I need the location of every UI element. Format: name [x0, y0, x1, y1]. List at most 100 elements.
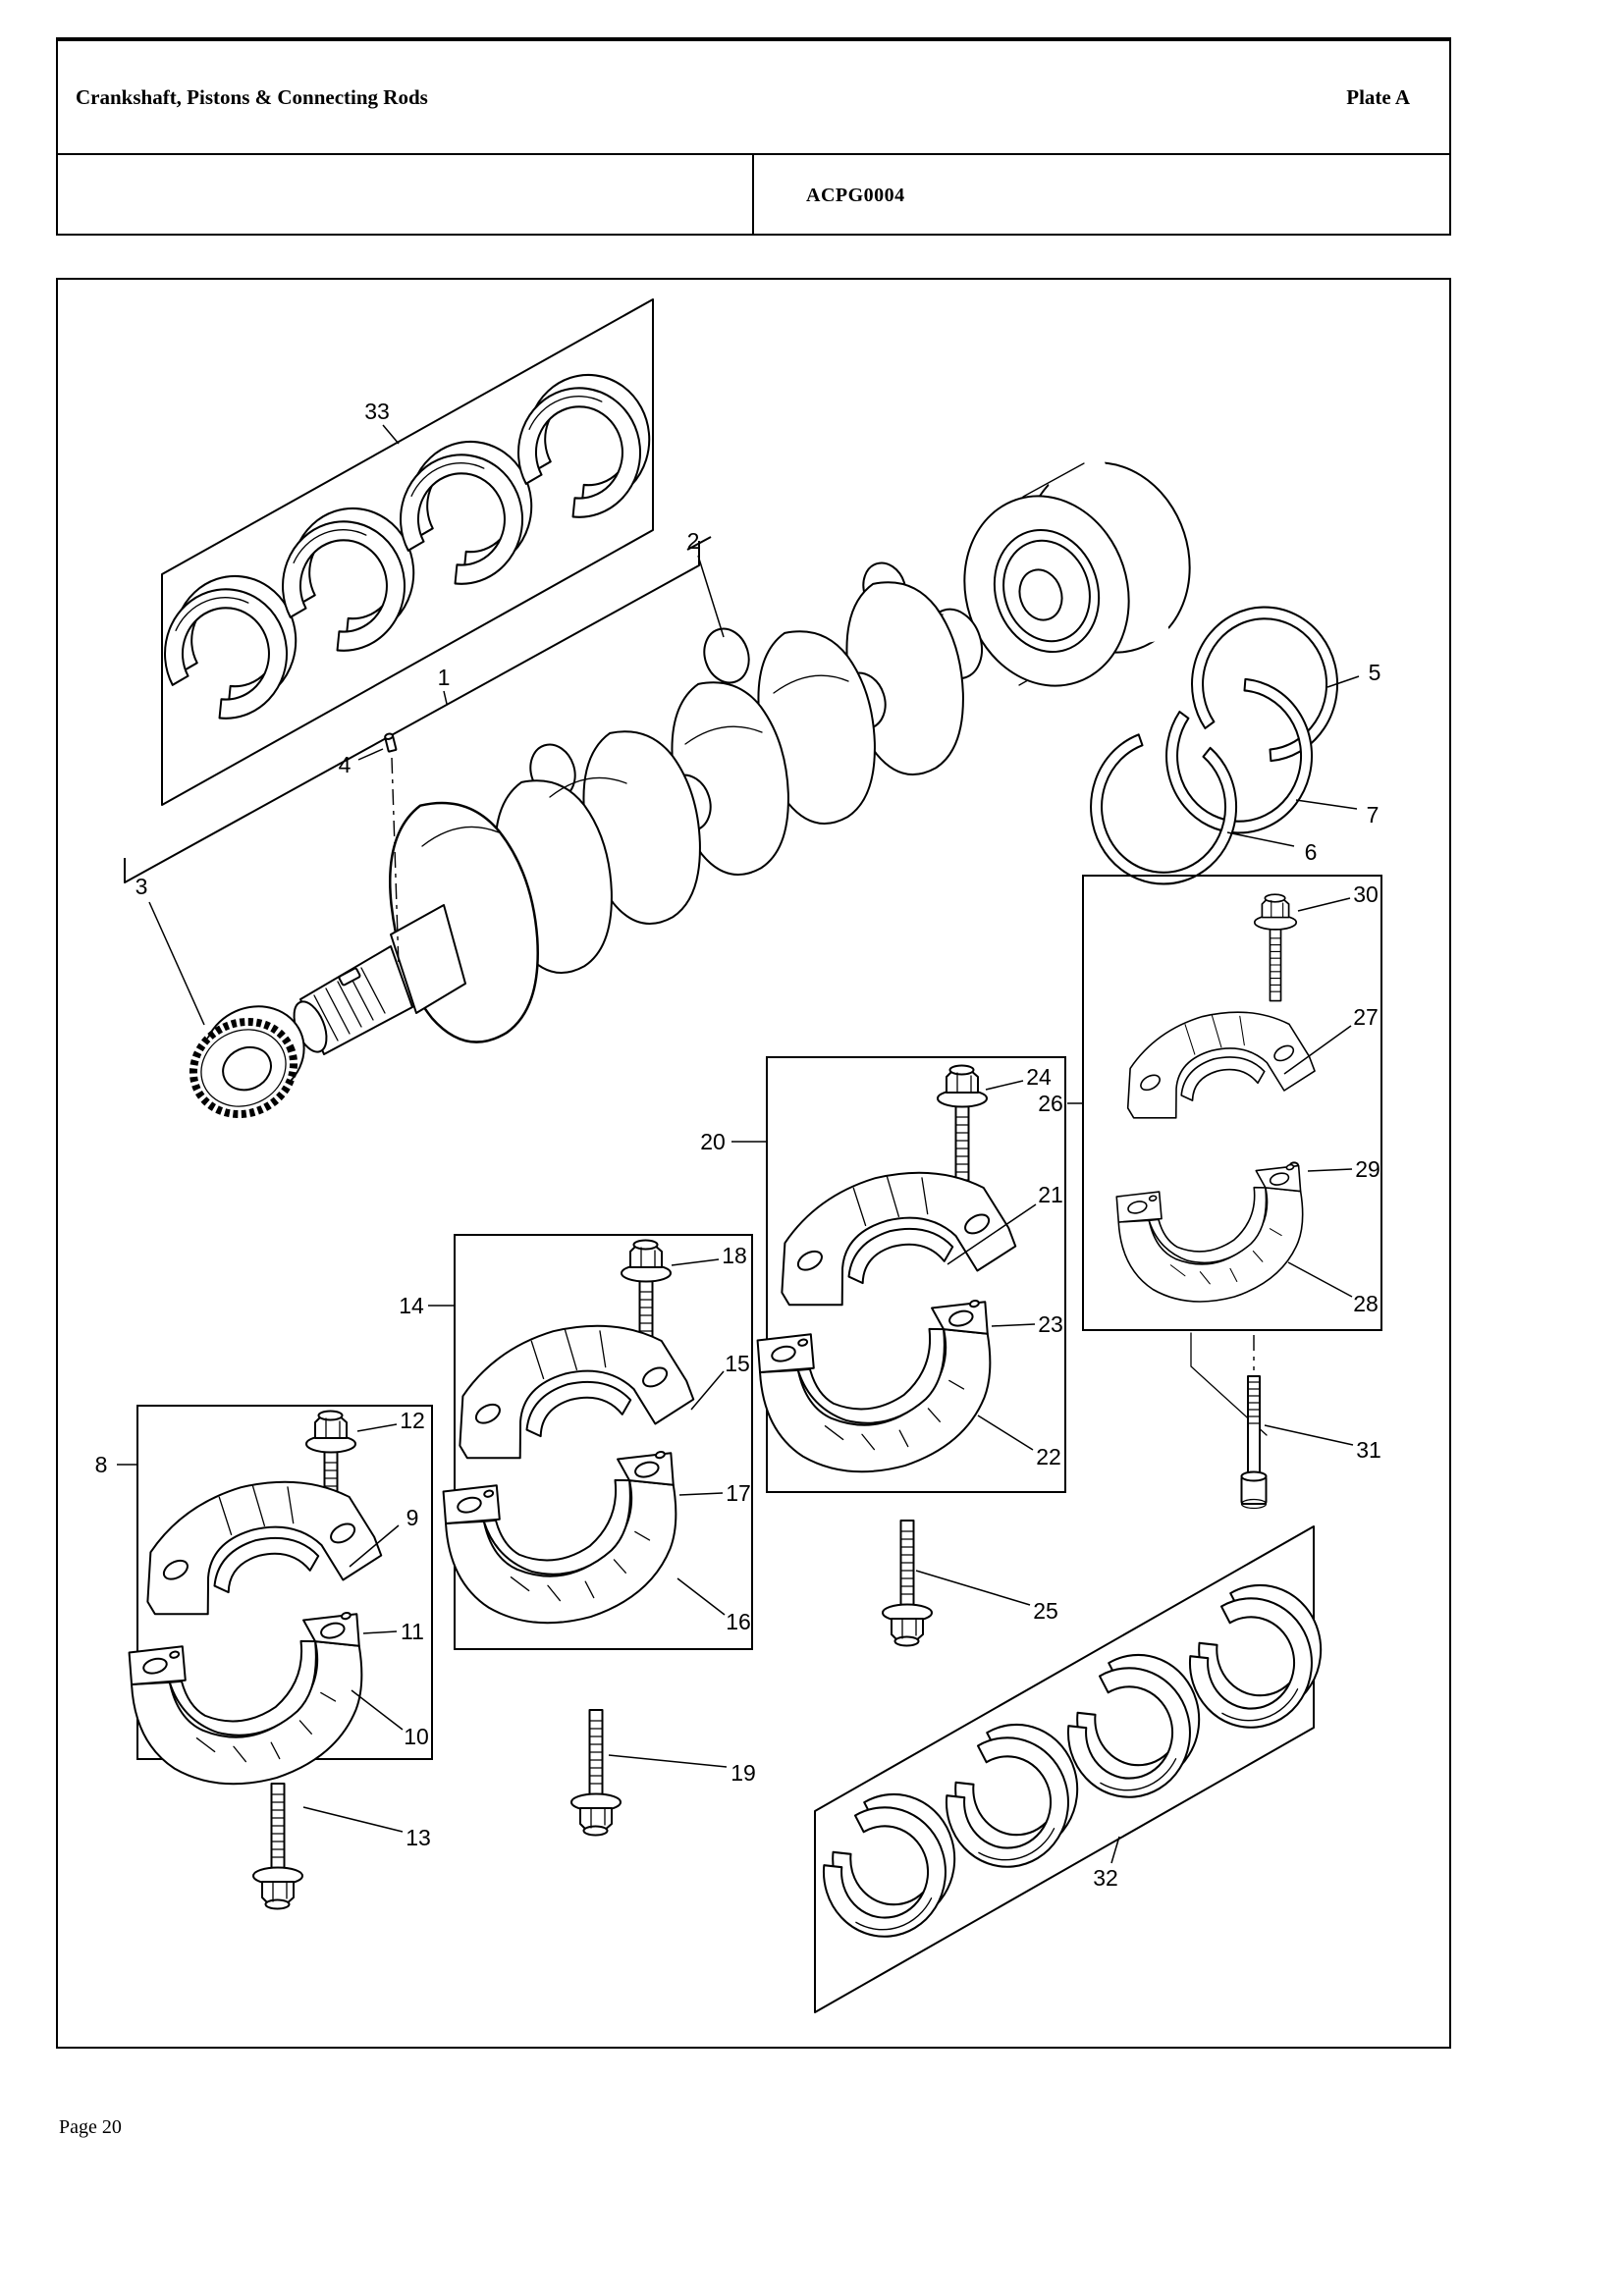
callout-16: 16	[726, 1609, 751, 1634]
callout-12: 12	[400, 1408, 425, 1433]
callout-29: 29	[1355, 1156, 1380, 1182]
callout-1: 1	[438, 665, 451, 690]
callout-19: 19	[730, 1760, 756, 1786]
leader-line-6	[1226, 831, 1295, 847]
thrust-washer-6	[1090, 733, 1238, 885]
page-title: Crankshaft, Pistons & Connecting Rods	[76, 84, 428, 109]
timing-gear	[189, 1005, 305, 1119]
callout-3: 3	[135, 874, 148, 899]
leader-line-9	[349, 1524, 400, 1568]
callout-4: 4	[339, 752, 352, 777]
page-number: Page 20	[59, 2116, 122, 2138]
callout-layer: 1234567891011121314151617181920212223242…	[95, 399, 1381, 1891]
header-title-row: Crankshaft, Pistons & Connecting Rods Pl…	[58, 41, 1449, 155]
header-table: Crankshaft, Pistons & Connecting Rods Pl…	[56, 37, 1451, 236]
leader-line-28	[1287, 1261, 1353, 1298]
callout-15: 15	[725, 1351, 750, 1376]
bolt-25	[882, 1520, 933, 1647]
bolt-31	[1240, 1375, 1268, 1510]
crankshaft-bracket-1	[124, 536, 712, 883]
callout-21: 21	[1038, 1182, 1063, 1207]
leader-line-11	[362, 1630, 398, 1634]
panel-lower-shells-32	[807, 1525, 1337, 2013]
callout-27: 27	[1353, 1004, 1379, 1030]
callout-9: 9	[406, 1505, 419, 1530]
header-code-row: ACPG0004	[58, 155, 1449, 236]
leader-line-24	[985, 1080, 1024, 1091]
leader-line-16	[676, 1577, 726, 1616]
leader-line-4	[357, 748, 384, 761]
cap-group-14	[433, 1234, 753, 1837]
callout-11: 11	[401, 1619, 424, 1644]
callout-2: 2	[687, 528, 700, 554]
thrust-washer-7	[1165, 677, 1313, 834]
cap-group-26	[1082, 875, 1382, 1510]
leader-line-7	[1295, 799, 1358, 810]
callout-6: 6	[1305, 839, 1318, 865]
bolt-13	[252, 1783, 303, 1910]
leader-line-3	[148, 901, 205, 1026]
leader-line-25	[915, 1570, 1031, 1606]
assembly-line	[1190, 1332, 1268, 1436]
leader-line-17	[678, 1492, 724, 1496]
bolt-30	[1253, 893, 1298, 1002]
callout-22: 22	[1036, 1444, 1061, 1469]
leader-line-19	[608, 1754, 728, 1768]
bearing-cap-10	[119, 1591, 394, 1810]
callout-30: 30	[1353, 881, 1379, 907]
callout-33: 33	[364, 399, 390, 424]
bearing-cap-22	[747, 1279, 1022, 1498]
callout-14: 14	[399, 1293, 424, 1318]
crankshaft-illustration	[293, 459, 1191, 1055]
bearing-cap-15	[436, 1300, 698, 1475]
plate-label: Plate A	[1346, 84, 1410, 109]
bearing-cap-9	[124, 1456, 386, 1631]
bearing-cap-16	[433, 1430, 708, 1649]
leader-line-30	[1297, 897, 1351, 912]
callout-28: 28	[1353, 1291, 1379, 1316]
bearing-cap-27	[1109, 990, 1319, 1132]
callout-7: 7	[1367, 802, 1380, 828]
thrust-washer-5	[1191, 606, 1338, 763]
leader-line-10	[351, 1689, 404, 1731]
leader-line-13	[302, 1806, 404, 1833]
callout-23: 23	[1038, 1311, 1063, 1337]
callout-32: 32	[1093, 1865, 1118, 1891]
callout-17: 17	[726, 1480, 751, 1506]
leader-line-18	[671, 1258, 720, 1266]
leader-line-31	[1264, 1424, 1354, 1446]
leader-line-23	[991, 1323, 1036, 1327]
bearing-cap-28	[1109, 1148, 1328, 1322]
cap-group-20	[747, 1056, 1066, 1647]
callout-31: 31	[1356, 1437, 1381, 1463]
leader-line-32	[1110, 1836, 1120, 1864]
leader-line-29	[1307, 1168, 1353, 1172]
leader-line-15	[690, 1370, 725, 1411]
callout-8: 8	[95, 1452, 108, 1477]
bolt-19	[570, 1709, 622, 1837]
callout-25: 25	[1033, 1598, 1058, 1624]
bolt-24	[937, 1064, 988, 1192]
leader-line-21	[947, 1203, 1037, 1265]
callout-20: 20	[700, 1129, 726, 1154]
leader-line-5	[1326, 675, 1360, 688]
leader-line-27	[1283, 1025, 1352, 1075]
leader-line-1	[443, 690, 448, 705]
cap-group-8	[119, 1405, 433, 1910]
header-code-cell: ACPG0004	[756, 155, 1449, 236]
leader-line-33	[382, 424, 400, 445]
callout-24: 24	[1026, 1064, 1052, 1090]
bearing-cap-21	[758, 1147, 1020, 1322]
callout-13: 13	[406, 1825, 431, 1850]
leader-line-12	[356, 1423, 398, 1432]
callout-18: 18	[722, 1243, 747, 1268]
leader-line-22	[977, 1415, 1034, 1451]
callout-10: 10	[404, 1724, 429, 1749]
key-pin-4	[383, 731, 400, 968]
diagram-border	[56, 278, 1451, 2049]
panel-upper-shells-33	[148, 298, 666, 806]
header-empty-cell	[58, 155, 754, 236]
figure-code: ACPG0004	[806, 184, 905, 206]
